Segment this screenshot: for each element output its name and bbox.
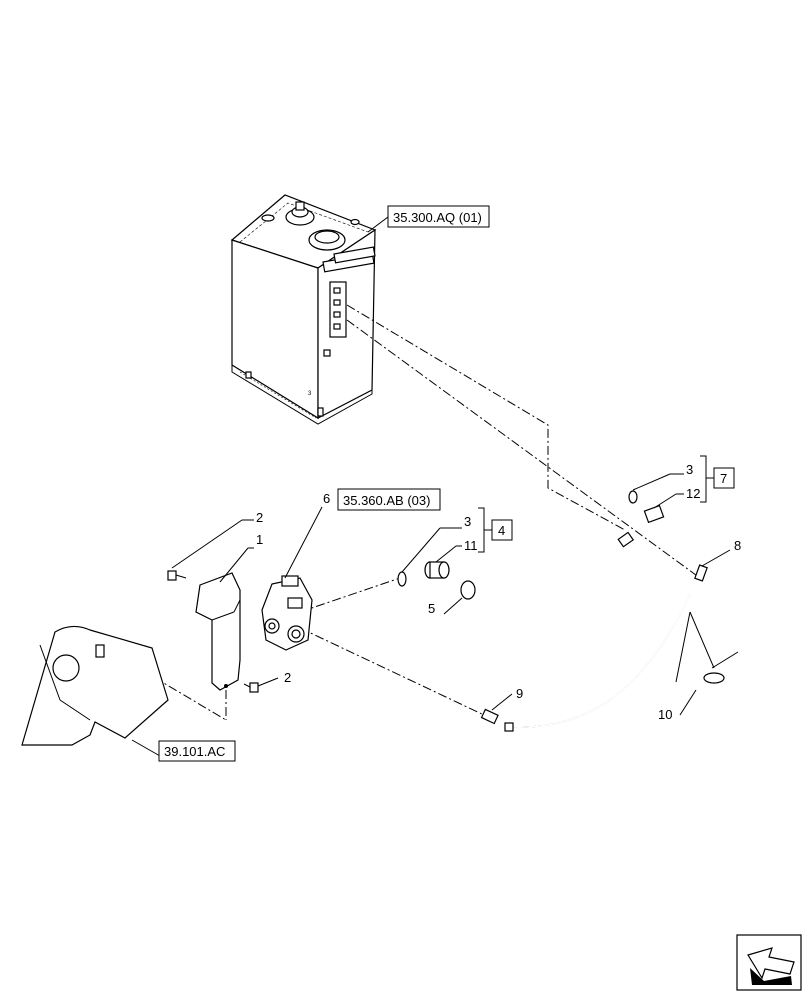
tank-reference-label: 35.300.AQ (01) — [393, 210, 482, 225]
tank-reference[interactable]: 35.300.AQ (01) — [387, 205, 490, 228]
main-hose — [460, 531, 635, 611]
callout-bracket: 1 — [256, 532, 263, 547]
o-ring-upper — [628, 490, 638, 504]
callout-oring-upper: 3 — [686, 462, 693, 477]
o-ring-lower — [397, 571, 407, 587]
kit-upper-label: 7 — [720, 471, 727, 486]
callout-bolt-bottom: 2 — [284, 670, 291, 685]
small-hose — [504, 564, 708, 732]
valve-reference-label: 35.360.AB (03) — [343, 493, 430, 508]
callout-oring-lower: 3 — [464, 514, 471, 529]
routing-lines — [124, 304, 701, 721]
hydraulic-tank: 3 — [230, 194, 377, 425]
svg-text:3: 3 — [308, 391, 312, 397]
frame-reference[interactable]: 39.101.AC — [158, 740, 236, 762]
elbow-fitting — [424, 561, 450, 579]
frame-reference-label: 39.101.AC — [164, 744, 225, 759]
hose-clamp — [675, 611, 739, 684]
adapter-upper — [643, 504, 665, 524]
mounting-bracket — [195, 572, 241, 691]
callout-clamp: 10 — [658, 707, 672, 722]
valve-reference[interactable]: 35.360.AB (03) — [337, 488, 441, 511]
callout-hose-fitting: 5 — [428, 601, 435, 616]
callout-elbow: 11 — [464, 538, 478, 553]
loader-frame — [21, 625, 169, 746]
kit-lower-label: 4 — [498, 523, 505, 538]
bolt-bottom — [243, 682, 259, 693]
callout-hose-end: 8 — [734, 538, 741, 553]
next-page-arrow-icon[interactable] — [736, 934, 802, 991]
bolt-top — [167, 570, 187, 581]
hose-adapter — [480, 708, 499, 725]
kit-upper-box[interactable]: 7 — [713, 467, 735, 489]
kit-lower-box[interactable]: 4 — [491, 519, 513, 541]
callout-adapter: 9 — [516, 686, 523, 701]
callout-bolt-top: 2 — [256, 510, 263, 525]
callout-adapter-upper: 12 — [686, 486, 700, 501]
control-valve — [261, 575, 313, 651]
callout-valve: 6 — [323, 491, 330, 506]
